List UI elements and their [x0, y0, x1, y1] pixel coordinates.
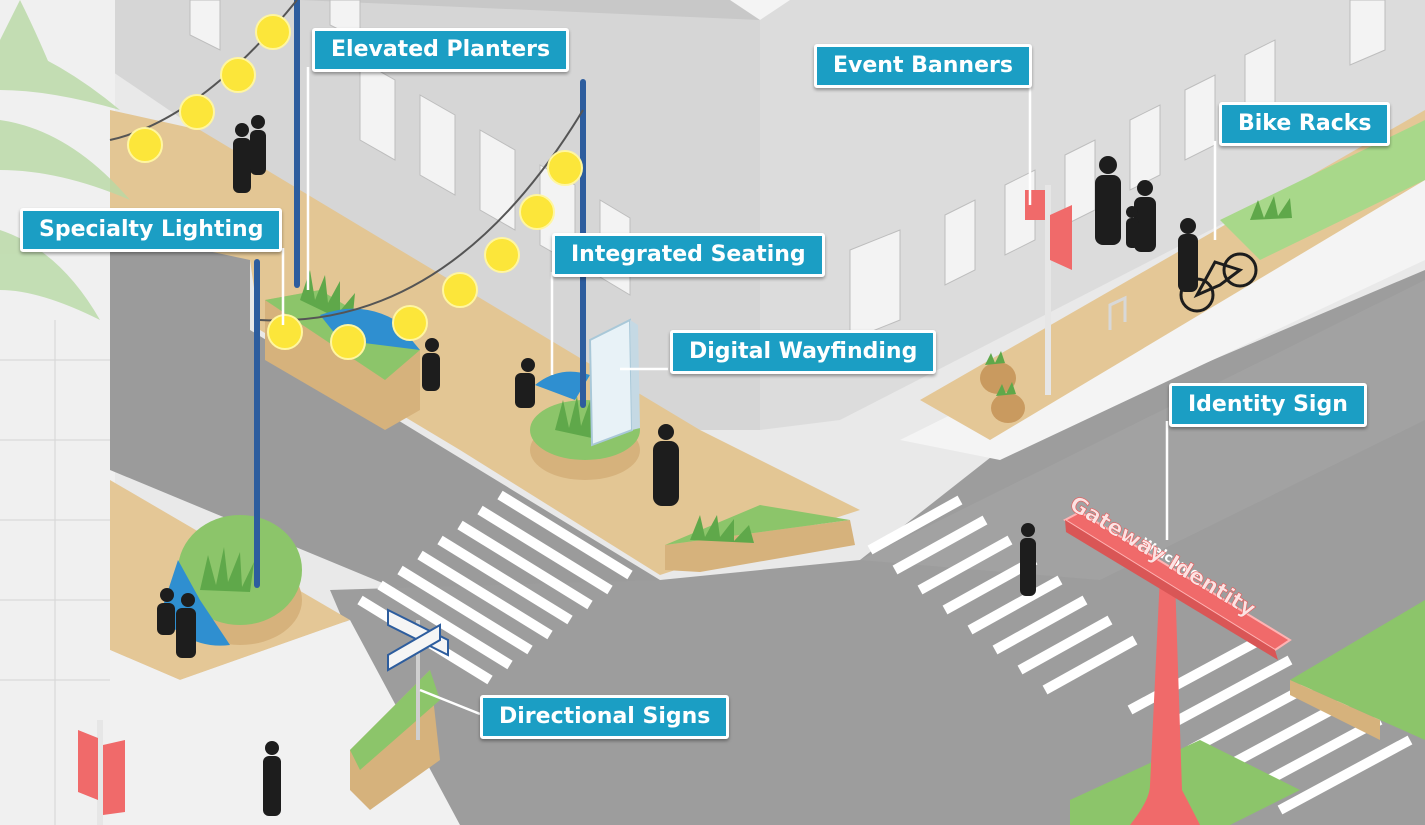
callout-identity-sign: Identity Sign — [1169, 383, 1367, 427]
callout-bike-racks: Bike Racks — [1219, 102, 1390, 146]
callout-elevated-planters: Elevated Planters — [312, 28, 569, 72]
callout-specialty-lighting: Specialty Lighting — [20, 208, 282, 252]
digital-wayfinding-kiosk — [590, 320, 640, 445]
banner-red-main — [1050, 205, 1072, 270]
callout-integrated-seating: Integrated Seating — [552, 233, 825, 277]
banner-icon — [1025, 190, 1045, 220]
banner-red-bottom — [78, 730, 98, 800]
callout-event-banners: Event Banners — [814, 44, 1032, 88]
callout-digital-wayfinding: Digital Wayfinding — [670, 330, 936, 374]
callout-directional-signs: Directional Signs — [480, 695, 729, 739]
